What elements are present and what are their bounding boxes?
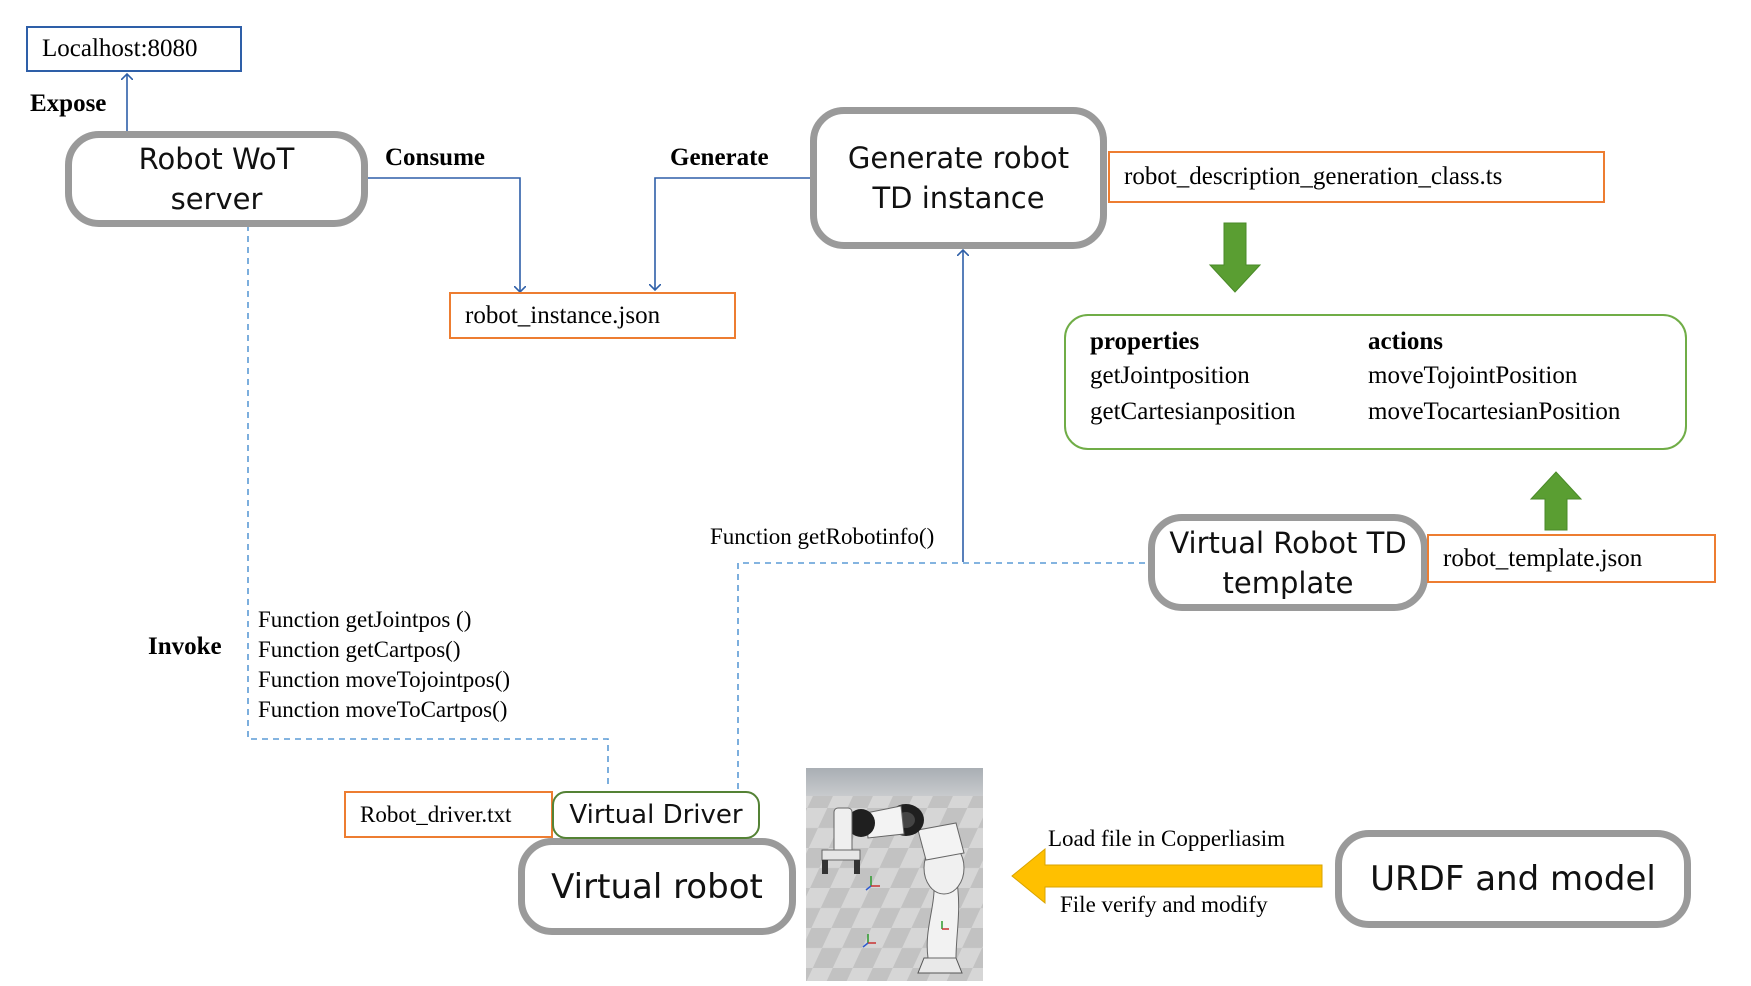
generate-td-instance-label: Generate robot TD instance <box>847 141 1070 215</box>
virtual-robot-node: Virtual robot <box>518 838 796 935</box>
consume-arrow <box>363 177 520 292</box>
generation-class-file-box: robot_description_generation_class.ts <box>1108 151 1605 203</box>
urdf-and-model-label: URDF and model <box>1370 859 1656 899</box>
yellow-left-arrow <box>1011 847 1323 905</box>
load-file-label: Load file in Copperliasim <box>1048 826 1285 851</box>
properties-title: properties <box>1090 328 1200 355</box>
virtual-driver-label: Virtual Driver <box>569 800 743 830</box>
action-item: moveTocartesianPosition <box>1368 398 1621 425</box>
action-item: moveTojointPosition <box>1368 362 1578 389</box>
robot-driver-txt-label: Robot_driver.txt <box>360 801 512 827</box>
virtual-robot-td-template-label: Virtual Robot TD template <box>1169 525 1407 600</box>
robot-template-json-box: robot_template.json <box>1427 534 1716 583</box>
property-item: getJointposition <box>1090 362 1250 389</box>
robot-instance-json-label: robot_instance.json <box>465 301 661 329</box>
virtual-driver-node: Virtual Driver <box>552 791 760 839</box>
invoke-label: Invoke <box>148 633 222 660</box>
invoke-function-list: Function getJointpos () Function getCart… <box>258 605 510 725</box>
robot-arm-illustration <box>806 768 983 981</box>
generate-arrow <box>655 177 810 290</box>
actions-title: actions <box>1368 328 1443 355</box>
green-down-arrow <box>1208 222 1262 293</box>
robot-instance-json-box: robot_instance.json <box>449 292 736 339</box>
robot-simulation-image <box>806 768 983 981</box>
get-robotinfo-label: Function getRobotinfo() <box>710 524 935 549</box>
function-item: Function moveTojointpos() <box>258 667 511 692</box>
consume-label: Consume <box>385 144 486 171</box>
expose-label: Expose <box>30 90 107 117</box>
property-item: getCartesianposition <box>1090 398 1296 425</box>
localhost-label: Localhost:8080 <box>42 35 198 62</box>
td-properties-actions-panel: properties getJointposition getCartesian… <box>1064 314 1687 450</box>
function-item: Function getCartpos() <box>258 637 461 662</box>
function-item: Function moveToCartpos() <box>258 697 508 722</box>
generate-td-instance-node: Generate robot TD instance <box>810 107 1107 249</box>
robot-wot-server-node: Robot WoT server <box>65 131 368 227</box>
urdf-and-model-node: URDF and model <box>1335 830 1691 928</box>
robotinfo-dashed-line <box>737 562 1158 789</box>
virtual-robot-td-template-node: Virtual Robot TD template <box>1148 514 1428 611</box>
file-verify-label: File verify and modify <box>1060 892 1268 917</box>
function-item: Function getJointpos () <box>258 607 472 632</box>
invoke-dashed-line <box>247 225 609 789</box>
robot-driver-txt-box: Robot_driver.txt <box>344 791 553 838</box>
localhost-box: Localhost:8080 <box>26 26 242 72</box>
virtual-robot-label: Virtual robot <box>551 866 763 907</box>
generation-class-file-label: robot_description_generation_class.ts <box>1124 163 1503 190</box>
robot-wot-server-label: Robot WoT server <box>138 142 295 216</box>
generate-label: Generate <box>670 144 769 171</box>
green-up-arrow <box>1529 471 1583 531</box>
robot-template-json-label: robot_template.json <box>1443 544 1643 572</box>
